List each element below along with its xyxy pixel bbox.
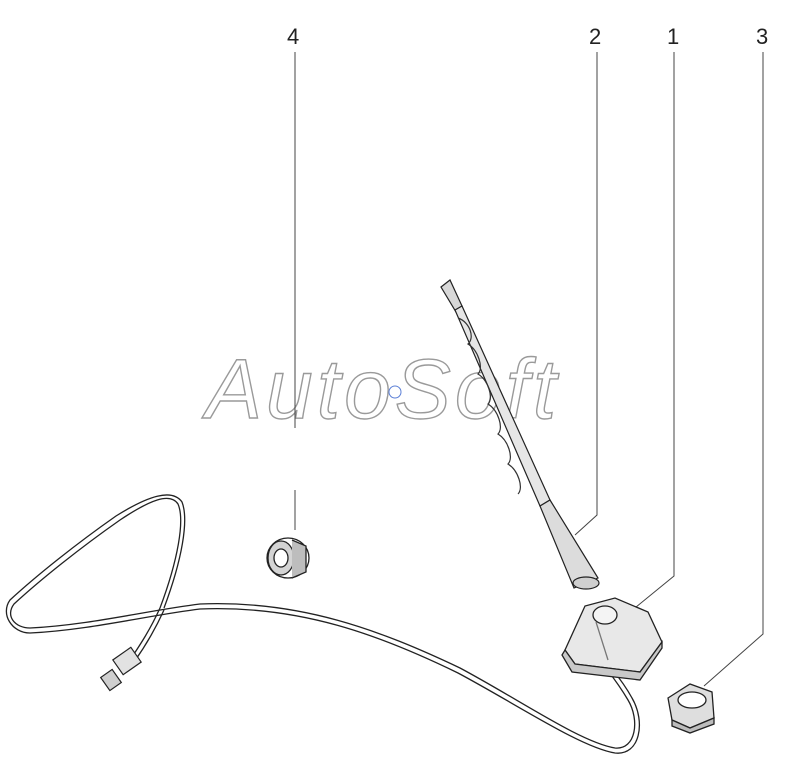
leader-line-3 [703, 52, 764, 687]
callout-label-4: 4 [287, 24, 299, 49]
callout-label-3: 3 [756, 24, 768, 49]
antenna-mast [440, 279, 600, 590]
callout-label-1: 1 [667, 24, 679, 49]
base-nut [667, 683, 715, 734]
antenna-cable [5, 494, 640, 754]
watermark-dot-icon [388, 385, 402, 399]
leader-line-2 [574, 52, 598, 536]
antenna-base [561, 597, 663, 681]
leader-line-1 [629, 52, 675, 613]
callout-label-2: 2 [589, 24, 601, 49]
cable-grommet [266, 537, 310, 579]
cable-connector [99, 646, 143, 692]
